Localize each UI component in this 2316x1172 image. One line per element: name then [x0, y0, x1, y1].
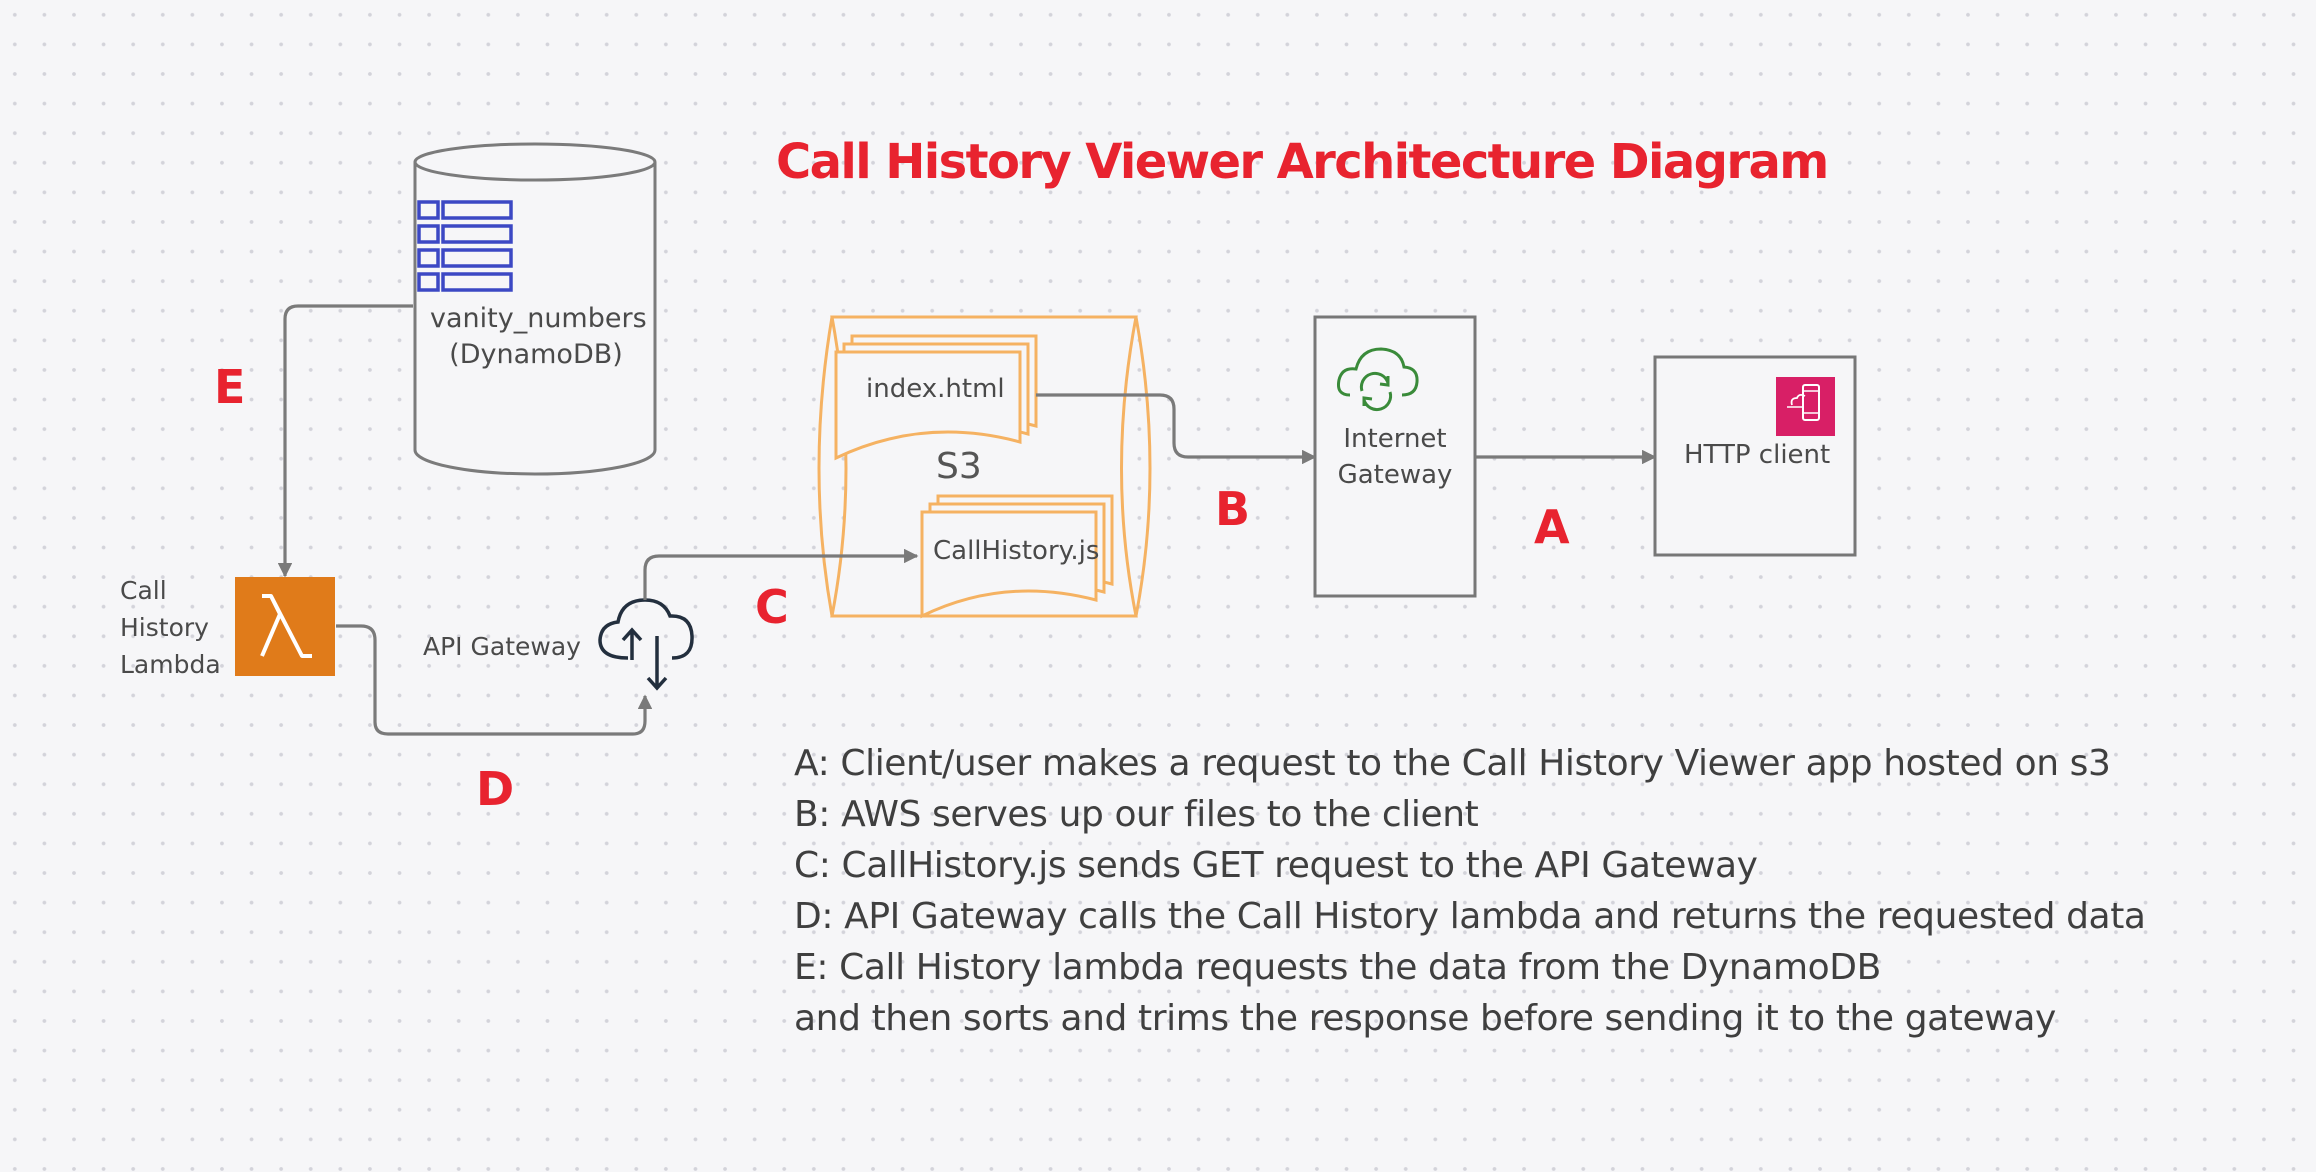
connector-b	[1036, 393, 1317, 465]
connector-e	[277, 304, 413, 578]
cloud-upload-download-icon[interactable]	[598, 598, 694, 691]
lambda-line3: Lambda	[120, 650, 221, 679]
internet-gateway-line1: Internet	[1343, 424, 1447, 454]
legend-line-e-cont: and then sorts and trims the response be…	[794, 998, 2056, 1039]
index-html-label: index.html	[866, 374, 1005, 404]
legend-line-c: C: CallHistory.js sends GET request to t…	[794, 845, 1758, 886]
internet-gateway-box[interactable]	[1313, 315, 1477, 598]
api-gateway-label: API Gateway	[423, 632, 581, 661]
callhistory-js-file[interactable]	[920, 494, 1114, 619]
dynamodb-label: vanity_numbers (DynamoDB)	[430, 301, 647, 373]
legend-line-b: B: AWS serves up our files to the client	[794, 794, 1479, 835]
cloud-sync-icon	[1337, 347, 1419, 412]
mobile-client-icon	[1776, 377, 1835, 436]
callhistory-js-label: CallHistory.js	[933, 536, 1100, 566]
dynamodb-type: (DynamoDB)	[449, 339, 623, 370]
legend-line-e: E: Call History lambda requests the data…	[794, 947, 1881, 988]
legend-line-d: D: API Gateway calls the Call History la…	[794, 896, 2146, 937]
legend: A: Client/user makes a request to the Ca…	[794, 738, 2146, 1044]
step-letter-e: E	[214, 360, 246, 414]
connector-d	[336, 624, 653, 736]
index-html-file[interactable]	[834, 334, 1038, 461]
connectors	[277, 304, 1657, 736]
legend-line-a: A: Client/user makes a request to the Ca…	[794, 743, 2111, 784]
internet-gateway-label: Internet Gateway	[1315, 421, 1475, 493]
lambda-line1: Call	[120, 576, 167, 605]
s3-label: S3	[936, 446, 982, 487]
table-icon	[417, 200, 513, 292]
http-client-label: HTTP client	[1684, 440, 1831, 470]
dynamodb-name: vanity_numbers	[430, 303, 647, 334]
internet-gateway-line2: Gateway	[1337, 460, 1453, 490]
lambda-line2: History	[120, 613, 209, 642]
step-letter-c: C	[755, 580, 789, 634]
step-letter-a: A	[1534, 500, 1570, 554]
step-letter-b: B	[1215, 482, 1251, 536]
diagram-title: Call History Viewer Architecture Diagram	[776, 134, 1829, 190]
lambda-icon[interactable]	[235, 577, 335, 676]
connector-c	[643, 548, 919, 600]
lambda-label: Call History Lambda	[120, 572, 221, 683]
step-letter-d: D	[476, 762, 515, 816]
dynamodb-node[interactable]	[413, 142, 657, 476]
